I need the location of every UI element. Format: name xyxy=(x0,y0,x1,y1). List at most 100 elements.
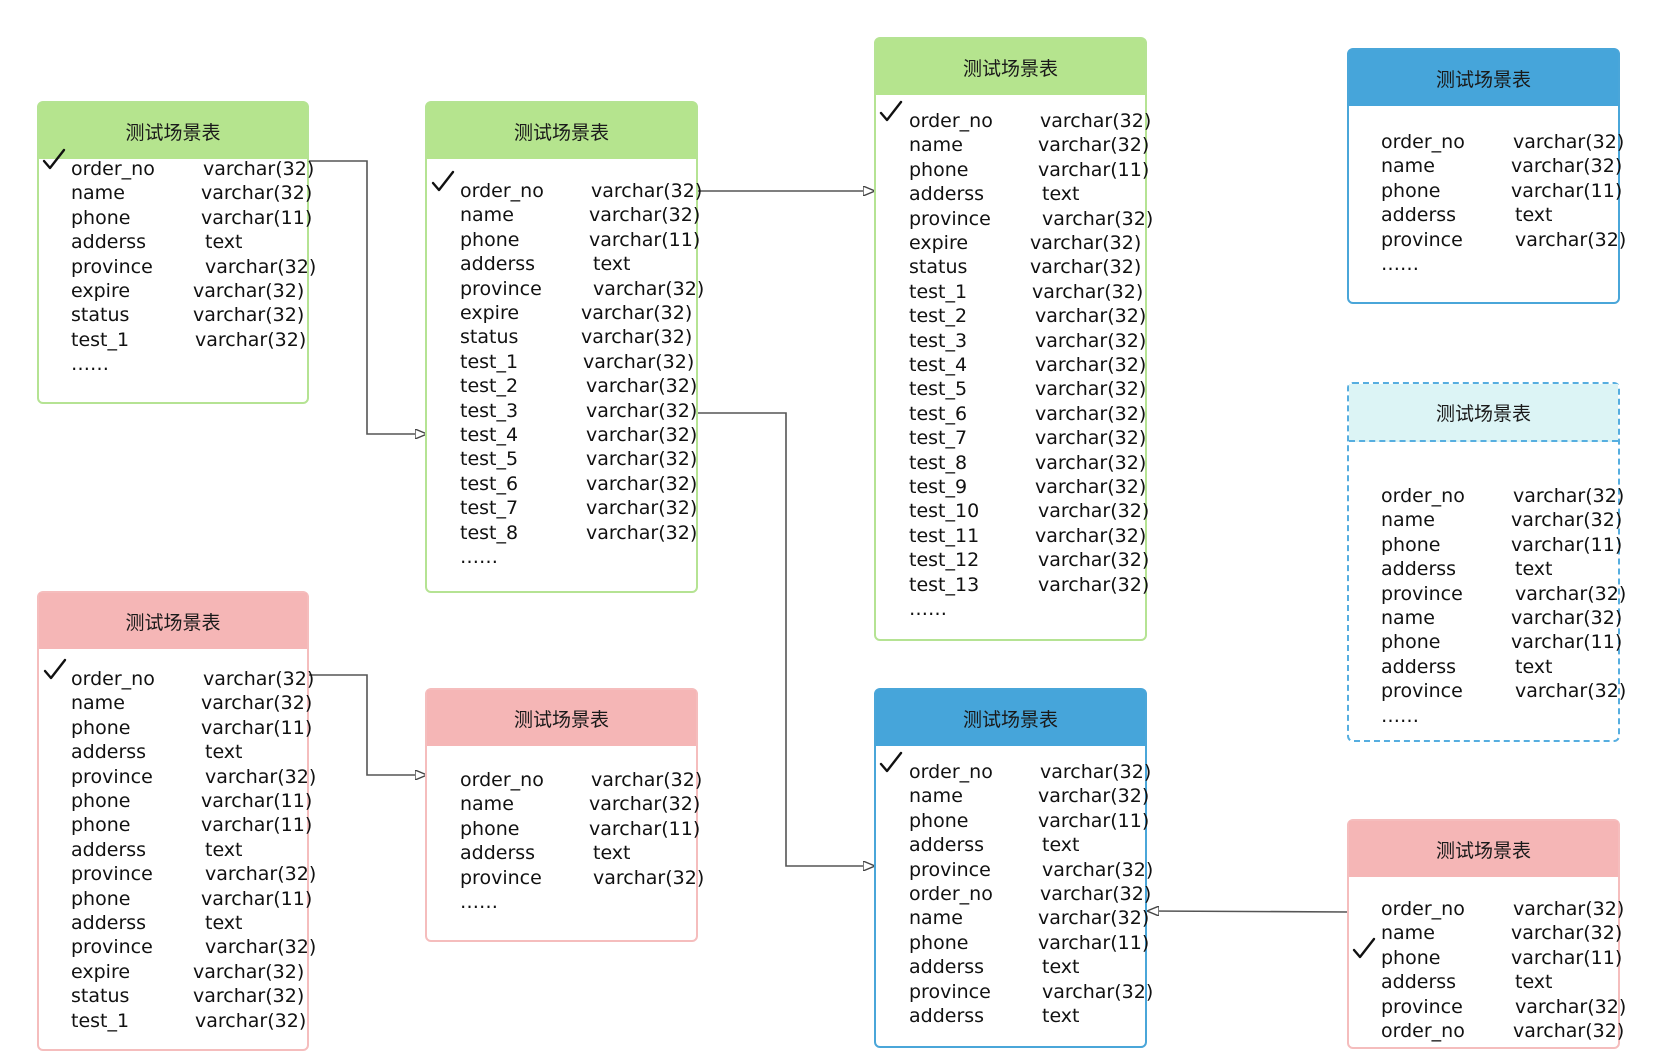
field-name: phone xyxy=(71,814,131,837)
field-type: varchar(32) xyxy=(195,328,307,351)
field-name: test_10 xyxy=(909,500,980,523)
field-type: varchar(11) xyxy=(201,206,313,229)
field-name: name xyxy=(71,692,125,715)
field-name: order_no xyxy=(909,110,993,132)
field-name: order_no xyxy=(71,158,155,180)
field-type: varchar(11) xyxy=(201,790,313,812)
field-type: varchar(32) xyxy=(1038,500,1150,523)
field-name: phone xyxy=(1381,946,1441,969)
field-name: adderss xyxy=(1381,971,1457,994)
field-name: province xyxy=(909,980,991,1003)
field-name: province xyxy=(1381,582,1463,605)
field-name: name xyxy=(460,204,514,227)
field-type: varchar(32) xyxy=(205,765,317,788)
field-name: name xyxy=(909,134,963,157)
field-name: phone xyxy=(460,228,520,251)
table-row: test_10 varchar(32) xyxy=(909,499,1149,523)
field-type: varchar(11) xyxy=(1038,931,1150,954)
field-type: varchar(32) xyxy=(1035,329,1147,352)
field-name: order_no xyxy=(1381,131,1465,153)
field-type: varchar(32) xyxy=(1042,980,1154,1003)
field-name: order_no xyxy=(909,883,993,905)
field-type: varchar(32) xyxy=(589,204,701,227)
field-name: expire xyxy=(71,960,131,983)
field-type: text xyxy=(1515,558,1553,581)
field-name: phone xyxy=(909,809,969,832)
field-type: varchar(32) xyxy=(1035,524,1147,547)
field-name: test_3 xyxy=(909,329,968,352)
table-title: 测试场景表 xyxy=(39,103,307,159)
field-name: province xyxy=(1381,680,1463,703)
field-type: varchar(32) xyxy=(1038,134,1150,157)
field-name: test_12 xyxy=(909,549,980,572)
field-name: test_1 xyxy=(71,328,130,351)
field-name: …… xyxy=(71,353,109,376)
field-type: varchar(32) xyxy=(1030,256,1142,279)
field-type: varchar(32) xyxy=(1511,922,1623,945)
connector-t9-t8 xyxy=(1148,911,1349,912)
field-name: test_11 xyxy=(909,524,980,547)
field-name: order_no xyxy=(909,761,993,783)
checkmark-icon xyxy=(42,657,68,683)
field-name: province xyxy=(909,858,991,881)
field-name: province xyxy=(71,936,153,959)
field-name: …… xyxy=(460,891,498,913)
field-type: varchar(32) xyxy=(591,769,703,791)
field-type: varchar(32) xyxy=(193,960,305,983)
field-name: adderss xyxy=(909,956,985,979)
connector-t2-t8 xyxy=(697,412,874,866)
field-type: varchar(32) xyxy=(583,350,695,373)
field-type: text xyxy=(1515,971,1553,994)
field-type: varchar(32) xyxy=(1035,427,1147,450)
table-row: adderss text xyxy=(1381,970,1616,994)
field-type: varchar(32) xyxy=(1032,280,1144,303)
field-name: phone xyxy=(71,716,131,739)
field-name: name xyxy=(1381,509,1435,532)
field-type: text xyxy=(1042,1005,1080,1027)
field-type: varchar(32) xyxy=(1511,509,1623,532)
field-name: name xyxy=(1381,922,1435,945)
table-title: 测试场景表 xyxy=(876,690,1145,746)
field-name: test_5 xyxy=(460,448,519,471)
field-name: test_6 xyxy=(909,402,968,425)
field-name: order_no xyxy=(71,668,155,690)
table-row: test_3 varchar(32) xyxy=(909,329,1147,353)
field-name: adderss xyxy=(909,834,985,857)
table-row: province varchar(32) xyxy=(909,980,1153,1004)
field-type: varchar(32) xyxy=(1515,228,1627,251)
field-name: test_2 xyxy=(909,305,968,328)
field-type: text xyxy=(1042,834,1080,857)
